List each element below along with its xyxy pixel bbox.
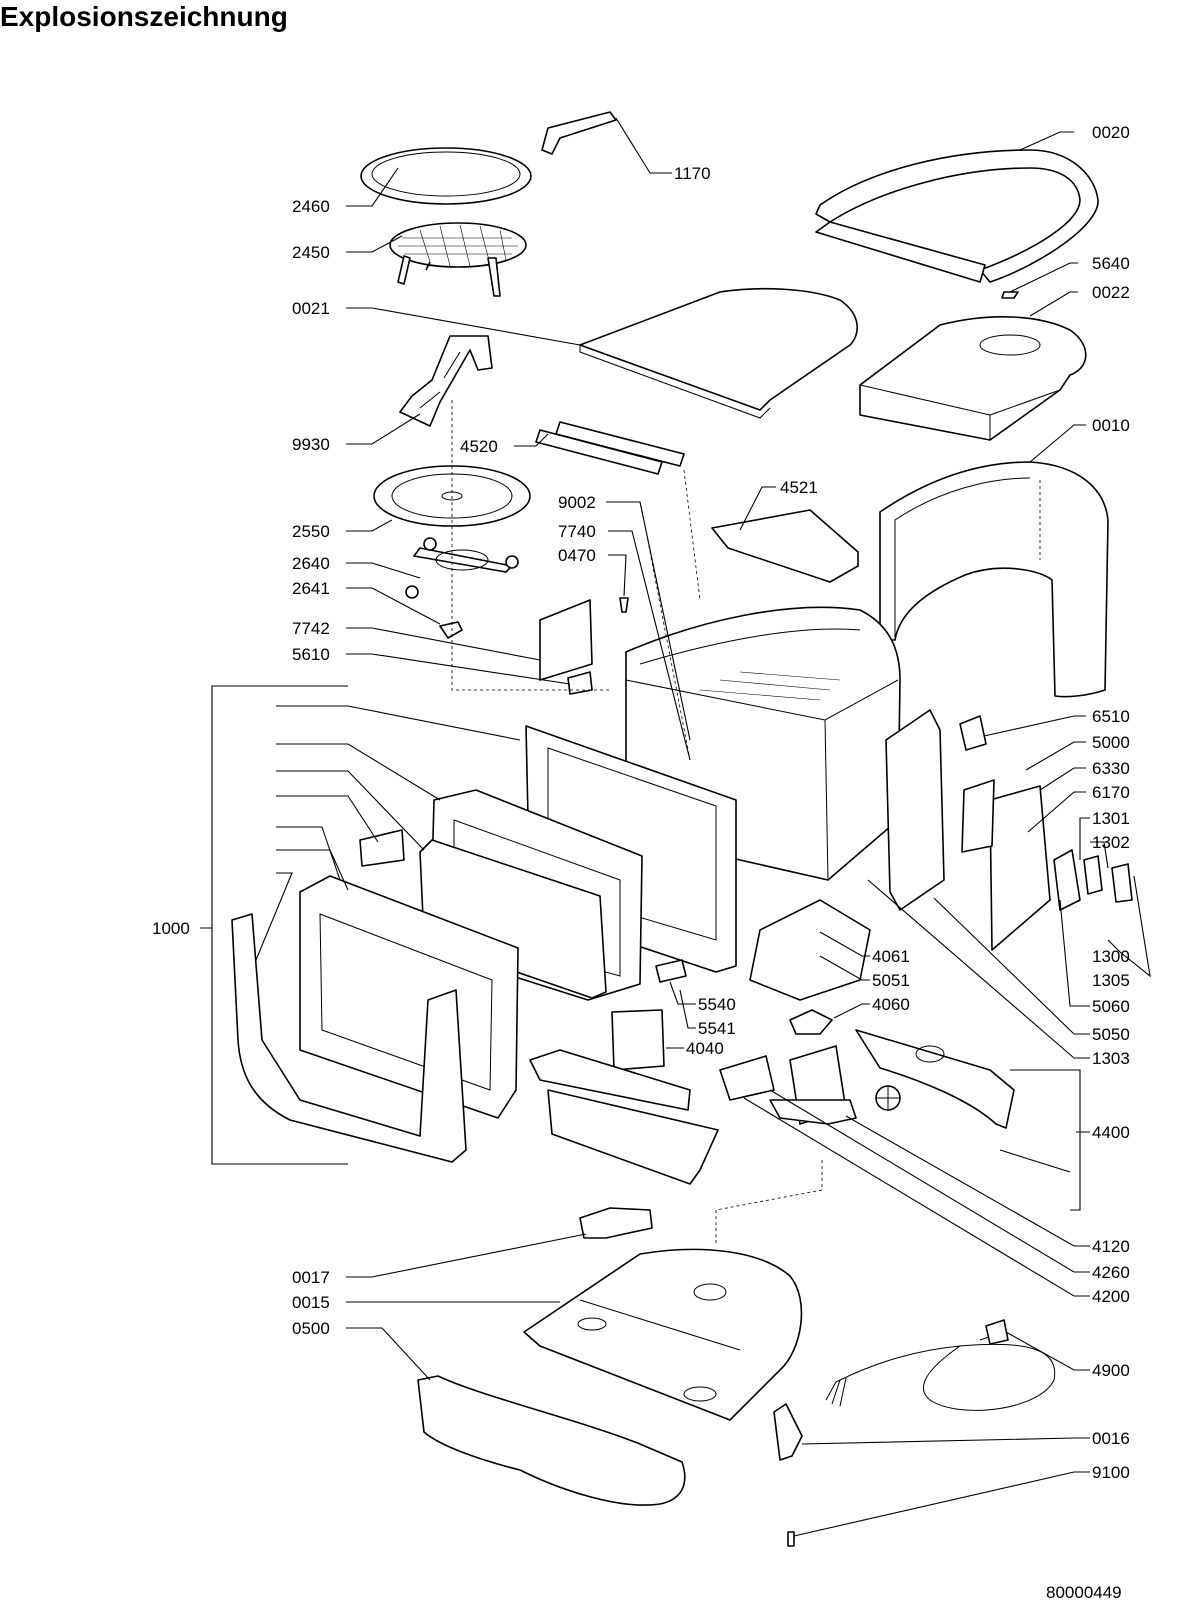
- label-5610: 5610: [292, 645, 330, 664]
- label-6330: 6330: [1092, 759, 1130, 778]
- part-5640: [1001, 291, 1019, 299]
- label-1000: 1000: [152, 919, 190, 938]
- part-rods-4520: [555, 421, 685, 467]
- part-5540: [655, 959, 687, 983]
- label-0500: 0500: [292, 1319, 330, 1338]
- label-0022: 0022: [1092, 283, 1130, 302]
- label-5060: 5060: [1092, 997, 1130, 1016]
- label-0010: 0010: [1092, 416, 1130, 435]
- part-roller-ring-2640: [413, 547, 513, 573]
- part-stand-9930: [399, 335, 493, 427]
- part-top-cover-0020: [815, 149, 1099, 283]
- label-0020: 0020: [1092, 123, 1130, 142]
- label-4400: 4400: [1092, 1123, 1130, 1142]
- part-bracket-7742: [539, 599, 593, 681]
- label-0016: 0016: [1092, 1429, 1130, 1448]
- part-door-outer: [299, 875, 519, 1119]
- label-5050: 5050: [1092, 1025, 1130, 1044]
- part-screw-9100: [787, 1531, 795, 1547]
- label-4200: 4200: [1092, 1287, 1130, 1306]
- part-4060: [789, 1009, 833, 1035]
- drawing-number: 80000449: [1046, 1583, 1122, 1602]
- label-5541: 5541: [698, 1019, 736, 1038]
- label-4521: 4521: [780, 478, 818, 497]
- part-foot-0016: [773, 1403, 803, 1461]
- part-waveguide-0022: [859, 315, 1087, 441]
- part-plate-2460: [360, 147, 532, 205]
- part-number-labels: 0020 1170 2460 2450 5640 0022 0021 9930 …: [152, 123, 1130, 1602]
- part-screw-0470: [619, 597, 629, 613]
- part-foot-0017: [579, 1207, 653, 1239]
- part-latch: [359, 829, 405, 867]
- part-casing-0010: [879, 461, 1109, 698]
- part-rack-2450: [389, 222, 527, 268]
- label-4060: 4060: [872, 995, 910, 1014]
- label-5540: 5540: [698, 995, 736, 1014]
- label-4260: 4260: [1092, 1263, 1130, 1282]
- label-5051: 5051: [872, 971, 910, 990]
- label-0021: 0021: [292, 299, 330, 318]
- label-7740: 7740: [558, 522, 596, 541]
- label-6170: 6170: [1092, 783, 1130, 802]
- label-1302: 1302: [1092, 833, 1130, 852]
- label-9002: 9002: [558, 493, 596, 512]
- part-capacitor: [719, 1055, 775, 1101]
- label-4040: 4040: [686, 1039, 724, 1058]
- part-control-board: [529, 1049, 691, 1111]
- label-7742: 7742: [292, 619, 330, 638]
- label-5000: 5000: [1092, 733, 1130, 752]
- label-9100: 9100: [1092, 1463, 1130, 1482]
- label-9930: 9930: [292, 435, 330, 454]
- part-fan-duct-4400: [855, 1029, 1015, 1129]
- part-door-trim: [231, 913, 467, 1163]
- page-title: Explosionszeichnung: [0, 1, 288, 32]
- label-1305: 1305: [1092, 971, 1130, 990]
- part-bracket-5000: [989, 785, 1051, 951]
- part-plate-0021: [579, 287, 858, 411]
- label-6510: 6510: [1092, 707, 1130, 726]
- part-cover-4521: [711, 509, 859, 583]
- label-0015: 0015: [292, 1293, 330, 1312]
- label-2641: 2641: [292, 579, 330, 598]
- label-1300: 1300: [1092, 947, 1130, 966]
- part-switch-block: [885, 709, 945, 911]
- part-front-panel-0500: [417, 1375, 686, 1506]
- part-power-cord-4900: [835, 1333, 1056, 1411]
- part-shapes: [231, 111, 1133, 1547]
- label-2550: 2550: [292, 522, 330, 541]
- part-base-0015: [523, 1248, 803, 1421]
- label-2640: 2640: [292, 554, 330, 573]
- label-1301: 1301: [1092, 809, 1130, 828]
- label-4520: 4520: [460, 437, 498, 456]
- leader-lines: [200, 117, 1151, 1537]
- part-handle-1170: [541, 111, 617, 155]
- label-2450: 2450: [292, 243, 330, 262]
- label-4120: 4120: [1092, 1237, 1130, 1256]
- part-bracket-4061: [749, 899, 871, 1001]
- label-2460: 2460: [292, 197, 330, 216]
- label-5640: 5640: [1092, 254, 1130, 273]
- part-4040: [611, 1009, 665, 1071]
- label-4900: 4900: [1092, 1361, 1130, 1380]
- label-0017: 0017: [292, 1268, 330, 1287]
- part-coupler-2641: [439, 621, 463, 639]
- label-1170: 1170: [674, 164, 711, 183]
- label-0470: 0470: [558, 546, 596, 565]
- label-4061: 4061: [872, 947, 910, 966]
- label-1303: 1303: [1092, 1049, 1130, 1068]
